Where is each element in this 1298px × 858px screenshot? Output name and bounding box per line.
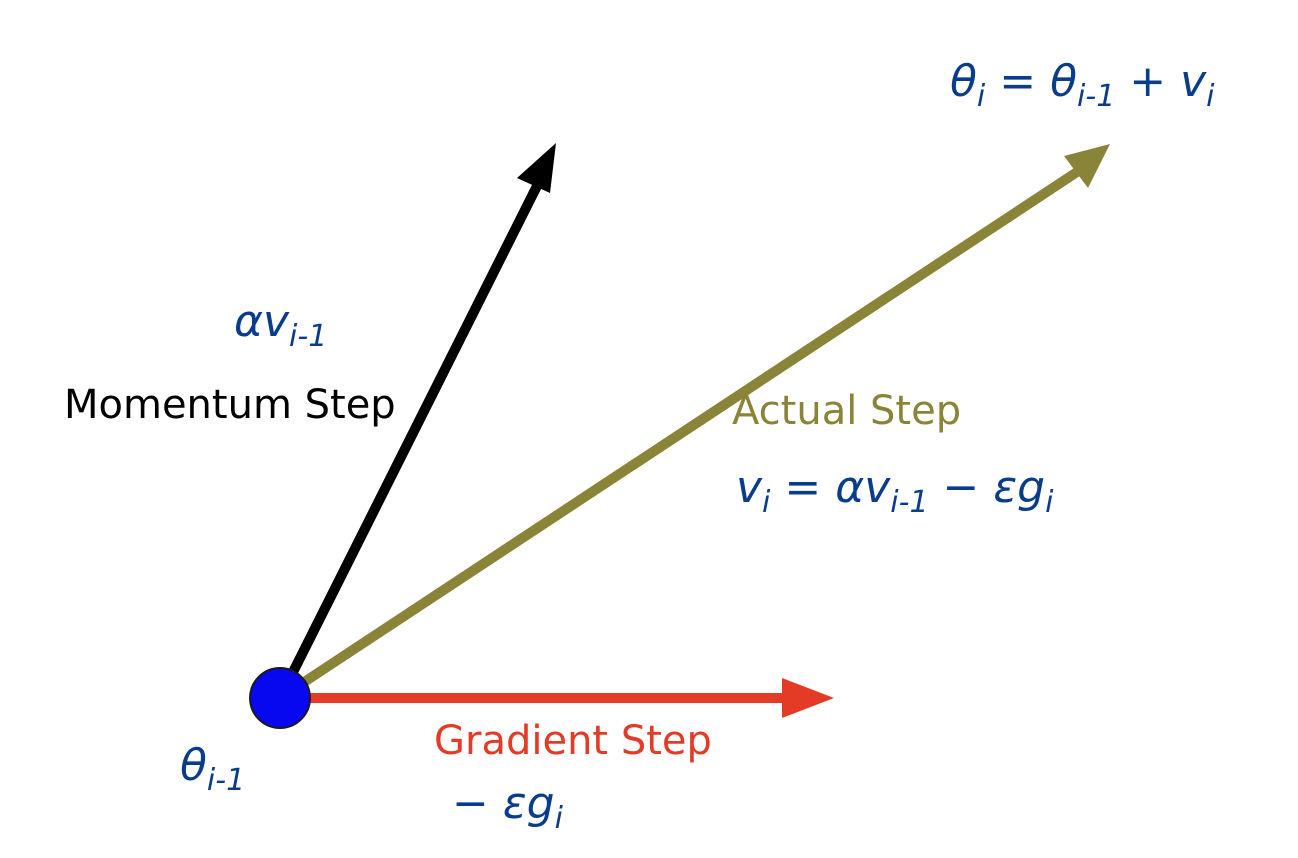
update-formula-mid: = θ [985, 56, 1077, 107]
point-label-base: θ [180, 740, 207, 791]
gradient-step-arrow [280, 678, 834, 718]
actual-step-formula: vi = αvi-1 − εgi [736, 462, 1054, 520]
update-formula-mid-sub: i-1 [1077, 79, 1115, 114]
update-formula-lhs-sub: i [977, 79, 986, 114]
actual-step-label: Actual Step [732, 388, 961, 434]
actual-formula-eq: = αv [770, 462, 891, 513]
update-formula: θi = θi-1 + vi [950, 56, 1215, 114]
actual-step-arrow [275, 144, 1110, 703]
update-formula-tail: + v [1115, 56, 1207, 107]
momentum-step-label: Momentum Step [64, 382, 396, 428]
momentum-formula-base: αv [234, 296, 290, 347]
gradient-formula-base: − εg [452, 778, 555, 829]
actual-formula-lhs: v [736, 462, 763, 513]
actual-formula-tail: − εg [929, 462, 1046, 513]
start-point [249, 667, 311, 729]
momentum-formula-sub: i-1 [289, 319, 327, 354]
momentum-step-arrow [275, 143, 556, 703]
update-formula-lhs: θ [950, 56, 977, 107]
actual-formula-tail-sub: i [1045, 485, 1054, 520]
actual-formula-eq-sub: i-1 [890, 485, 928, 520]
gradient-formula-sub: i [555, 801, 564, 836]
update-formula-tail-sub: i [1206, 79, 1215, 114]
gradient-formula: − εgi [452, 778, 564, 836]
actual-formula-lhs-sub: i [762, 485, 771, 520]
point-label-sub: i-1 [207, 763, 245, 798]
momentum-formula: αvi-1 [234, 296, 327, 354]
gradient-step-label: Gradient Step [434, 718, 712, 764]
point-label: θi-1 [180, 740, 245, 798]
